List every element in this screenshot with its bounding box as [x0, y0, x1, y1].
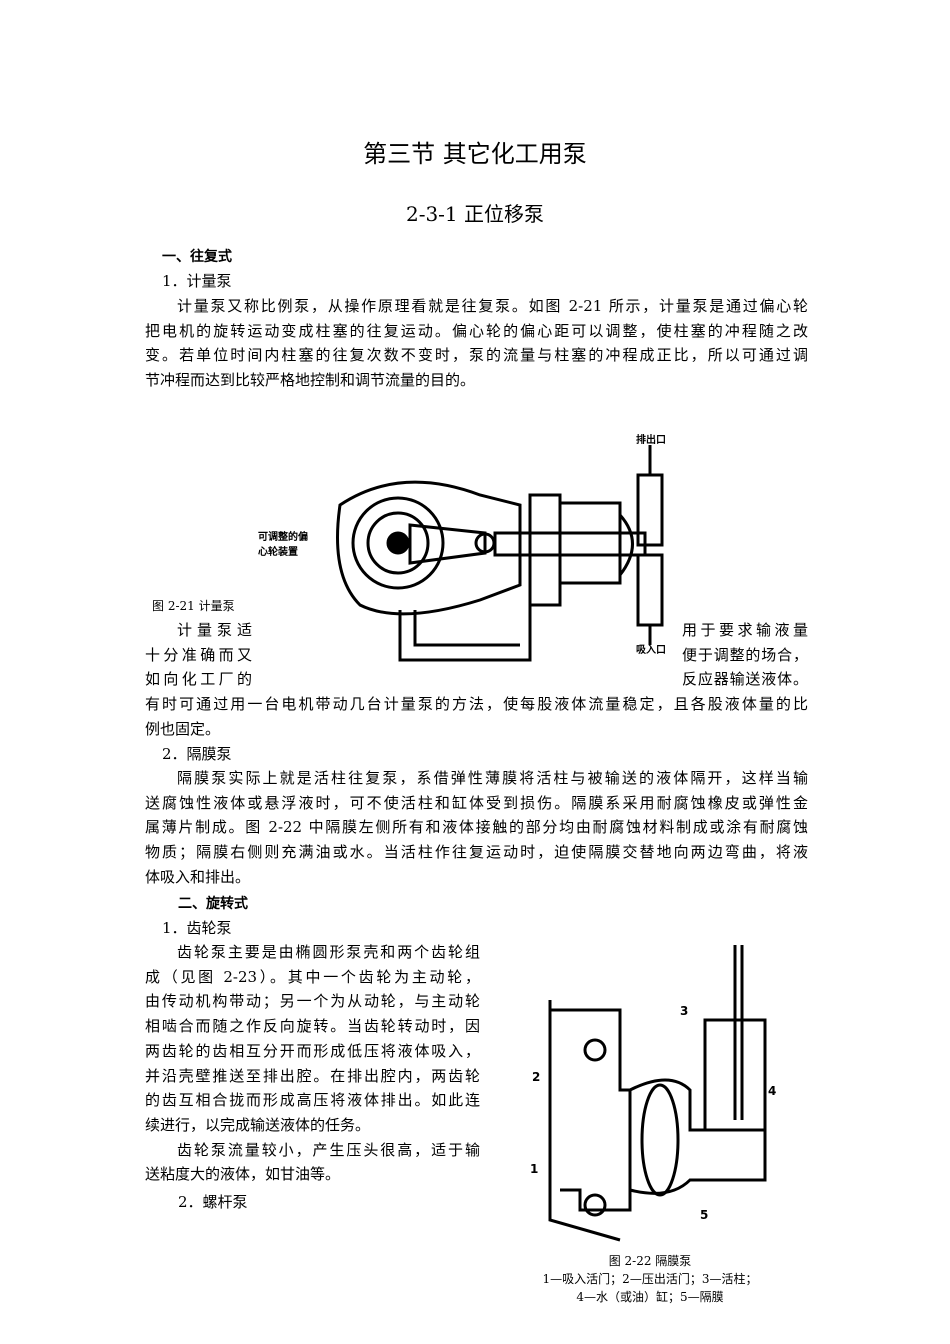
- label-inlet: 吸入口: [636, 645, 666, 656]
- text-line: 属薄片制成。图 2-22 中隔膜左侧所有和液体接触的部分均由耐腐蚀材料制成或涂有…: [145, 818, 808, 837]
- text-line: 送粘度大的液体，如甘油等。: [145, 1165, 341, 1184]
- text-line-right: 用于要求输液量: [682, 621, 808, 639]
- text-line: 变。若单位时间内柱塞的往复次数不变时，泵的流量与柱塞的冲程成正比，所以可通过调: [145, 346, 808, 365]
- item-diaphragm-pump: 2．隔膜泵: [162, 745, 232, 763]
- label-eccentric-1: 可调整的偏: [258, 532, 308, 543]
- text-line-left: 如向化工厂的: [145, 670, 252, 689]
- label-outlet: 排出口: [636, 435, 666, 446]
- text-line: 有时可通过用一台电机带动几台计量泵的方法，使每股液体流量稳定，且各股液体量的比: [145, 695, 808, 713]
- text-line: 齿轮泵流量较小，产生压头很高，适于输: [177, 1140, 480, 1159]
- text-line: 体吸入和排出。: [145, 867, 251, 886]
- label-eccentric-2: 心轮装置: [258, 547, 298, 558]
- text-line-left: 十分准确而又: [145, 645, 252, 664]
- item-metering-pump: 1．计量泵: [162, 272, 232, 290]
- figure-2-22: 1 2 3 4 5: [520, 940, 790, 1250]
- figure-2-22-legend-2: 4—水（或油）缸；5—隔膜: [576, 1290, 724, 1304]
- text-line: 齿轮泵主要是由椭圆形泵壳和两个齿轮组: [177, 943, 480, 961]
- text-line: 并沿壳壁推送至排出腔。在排出腔内，两齿轮: [145, 1066, 480, 1085]
- number-3: 3: [680, 1004, 689, 1018]
- text-line-right: 便于调整的场合，: [682, 645, 808, 664]
- item-gear-pump: 1．齿轮泵: [162, 919, 232, 937]
- figure-2-21-caption: 图 2-21 计量泵: [152, 599, 235, 613]
- number-4: 4: [768, 1084, 777, 1098]
- text-line: 成（见图 2-23）。其中一个齿轮为主动轮，: [145, 967, 480, 986]
- text-line: 物质；隔膜右侧则充满油或水。当活柱作往复运动时，迫使隔膜交替地向两边弯曲，将液: [145, 843, 808, 862]
- number-5: 5: [700, 1208, 709, 1222]
- text-line: 的齿互相合拢而形成高压将液体排出。如此连: [145, 1091, 480, 1110]
- text-line: 续进行，以完成输送液体的任务。: [145, 1115, 371, 1134]
- text-line: 相啮合而随之作反向旋转。当齿轮转动时，因: [145, 1017, 480, 1036]
- figure-2-22-legend-1: 1—吸入活门；2—压出活门；3—活柱；: [542, 1272, 758, 1286]
- text-line: 例也固定。: [145, 719, 221, 738]
- text-line: 送腐蚀性液体或悬浮液时，可不使活柱和缸体受到损伤。隔膜系采用耐腐蚀橡皮或弹性金: [145, 793, 808, 812]
- figure-2-22-caption: 图 2-22 隔膜泵: [608, 1254, 692, 1268]
- metering-pump-diagram: [336, 445, 664, 662]
- number-2: 2: [532, 1070, 541, 1084]
- figure-2-21: 排出口 可调整的偏 心轮装置 吸入口: [250, 425, 690, 665]
- item-screw-pump: 2．螺杆泵: [178, 1193, 248, 1211]
- text-line-left: 计量泵适: [177, 621, 252, 639]
- text-line: 两齿轮的齿相互分开而形成低压将液体吸入，: [145, 1041, 480, 1060]
- text-line: 隔膜泵实际上就是活柱往复泵，系借弹性薄膜将活柱与被输送的液体隔开，这样当输: [177, 769, 808, 787]
- text-line: 节冲程而达到比较严格地控制和调节流量的目的。: [145, 371, 476, 390]
- text-line: 把电机的旋转运动变成柱塞的往复运动。偏心轮的偏心距可以调整，使柱塞的冲程随之改: [145, 321, 808, 340]
- heading-rotary: 二、旋转式: [178, 896, 248, 912]
- text-line: 计量泵又称比例泵，从操作原理看就是往复泵。如图 2-21 所示，计量泵是通过偏心…: [177, 297, 808, 315]
- diaphragm-pump-diagram: [548, 945, 767, 1242]
- number-1: 1: [530, 1162, 539, 1176]
- section-subtitle: 2-3-1 正位移泵: [405, 202, 545, 226]
- text-line-right: 反应器输送液体。: [682, 670, 808, 689]
- text-line: 由传动机构带动；另一个为从动轮，与主动轮: [145, 992, 480, 1011]
- page-title: 第三节 其它化工用泵: [363, 140, 587, 168]
- heading-reciprocating: 一、往复式: [162, 249, 232, 265]
